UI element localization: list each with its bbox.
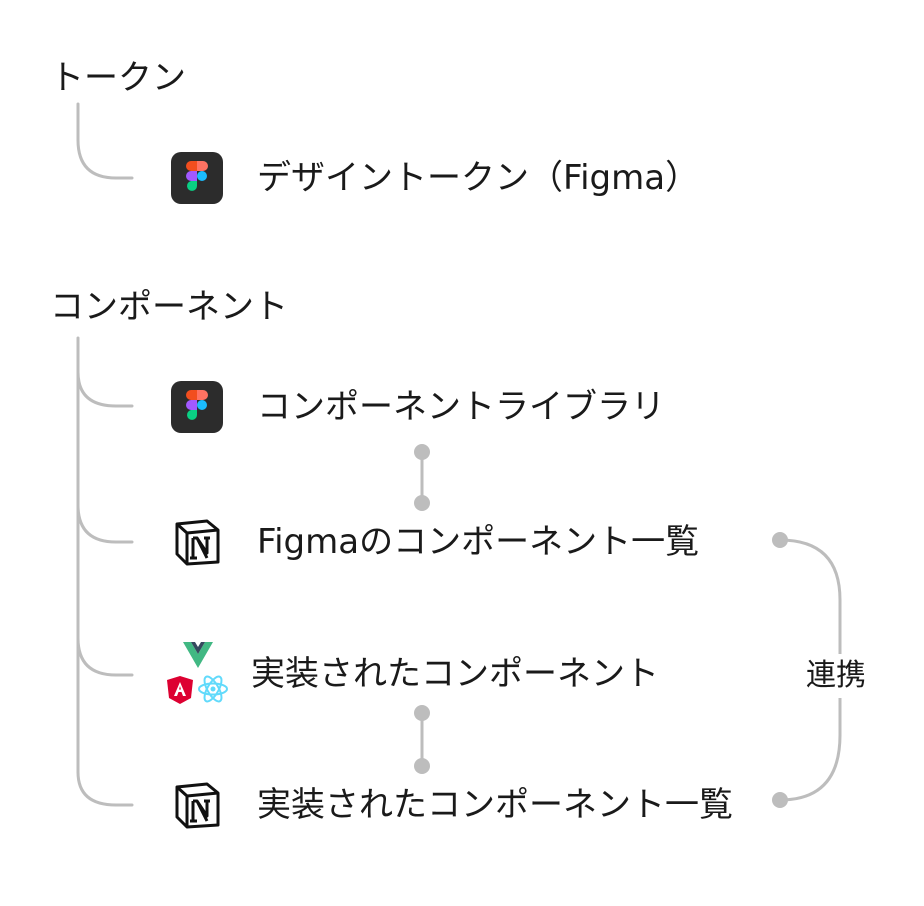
- tree-branch-component-1: [76, 336, 134, 408]
- tree-branch-component-4: [76, 770, 134, 807]
- tree-item-component-library: コンポーネントライブラリ: [171, 381, 665, 433]
- angular-icon: [167, 676, 193, 704]
- sync-dot: [772, 792, 788, 808]
- group-heading-tokens: トークン: [50, 58, 186, 98]
- react-icon: [198, 675, 228, 703]
- link-dot: [414, 758, 430, 774]
- sync-label: 連携: [800, 654, 872, 698]
- tree-branch-component-2: [76, 503, 134, 544]
- sync-dot: [772, 532, 788, 548]
- notion-icon: [171, 779, 223, 831]
- figma-icon: [171, 152, 223, 204]
- tree-branch-component-3: [76, 636, 134, 677]
- tree-item-figma-component-list: Figmaのコンポーネント一覧: [171, 516, 699, 568]
- tree-item-label: 実装されたコンポーネント: [251, 654, 659, 694]
- tree-item-implemented-component-list: 実装されたコンポーネント一覧: [171, 779, 733, 831]
- figma-icon: [171, 381, 223, 433]
- link-dot: [414, 495, 430, 511]
- tree-item-implemented-components: 実装されたコンポーネント: [165, 642, 659, 706]
- tree-item-label: デザイントークン（Figma）: [257, 158, 700, 198]
- framework-icons: [165, 642, 229, 706]
- vue-icon: [183, 642, 213, 668]
- group-heading-components: コンポーネント: [50, 287, 288, 327]
- notion-icon: [171, 516, 223, 568]
- tree-item-label: コンポーネントライブラリ: [257, 387, 665, 427]
- tree-branch-token: [76, 102, 134, 180]
- link-dot: [414, 705, 430, 721]
- tree-item-label: Figmaのコンポーネント一覧: [257, 522, 700, 562]
- tree-item-design-tokens: デザイントークン（Figma）: [171, 152, 699, 204]
- tree-item-label: 実装されたコンポーネント一覧: [257, 785, 733, 825]
- link-dot: [414, 444, 430, 460]
